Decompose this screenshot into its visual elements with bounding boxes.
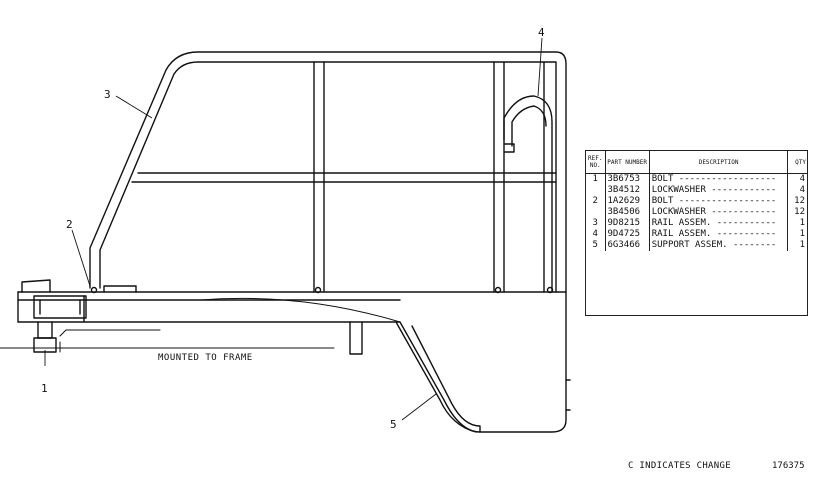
cell-part-number: 6G3466 [605, 240, 650, 251]
cell-qty: 4 [799, 185, 805, 195]
header-description: DESCRIPTION [649, 151, 789, 174]
rail-assembly-3-inner [99, 61, 557, 293]
cell-description: SUPPORT ASSEM. -------- [649, 240, 789, 251]
table-row: 5C6G3466SUPPORT ASSEM. -------- 1 [586, 240, 807, 251]
callout-3: 3 [104, 88, 111, 101]
cell-qty: 1 [799, 218, 805, 228]
parts-table-header: REF. NO. PART NUMBER DESCRIPTION QTY [586, 151, 807, 174]
cell-ref-no: 4 [586, 229, 606, 240]
cell-qty: 12 [794, 196, 805, 206]
base-beam [17, 291, 567, 433]
cell-description: BOLT ------------------ [649, 196, 789, 207]
callout-4: 4 [538, 26, 545, 39]
cell-qty: 1 [799, 240, 805, 250]
change-note: C INDICATES CHANGE [628, 461, 731, 471]
mounted-to-frame-note: MOUNTED TO FRAME [158, 353, 253, 363]
cell-part-number: 1A2629 [605, 196, 650, 207]
cell-qty: 4 [799, 174, 805, 184]
cell-description: LOCKWASHER ------------ [649, 185, 789, 196]
cell-ref-no: 1 [586, 173, 606, 185]
cell-ref-no [586, 185, 606, 196]
support-assembly-5 [349, 321, 481, 433]
rail-assembly-4-handle [503, 95, 553, 293]
header-qty: QTY [787, 151, 807, 174]
callout-5: 5 [390, 418, 397, 431]
cell-qty: 12 [794, 207, 805, 217]
cell-part-number: 9D8215 [605, 218, 650, 229]
cell-ref-no: 2 [586, 196, 606, 207]
cell-ref-no [586, 207, 606, 218]
header-part-number: PART NUMBER [605, 151, 650, 174]
cell-qty: 1 [799, 229, 805, 239]
callout-1: 1 [41, 382, 48, 395]
header-ref-no: REF. NO. [586, 151, 606, 174]
cell-description: BOLT ------------------ [649, 173, 789, 185]
cell-part-number: 9D4725 [605, 229, 650, 240]
callout-2: 2 [66, 218, 73, 231]
rail-assembly-3-outer [89, 51, 567, 293]
cell-description: RAIL ASSEM. ----------- [649, 229, 789, 240]
post [313, 61, 325, 293]
cell-ref-no: 3 [586, 218, 606, 229]
cell-part-number: 3B6753 [605, 173, 650, 185]
cell-description: RAIL ASSEM. ----------- [649, 218, 789, 229]
cell-part-number: 3B4506 [605, 207, 650, 218]
cell-ref-no: 5C [586, 240, 606, 251]
post [493, 61, 505, 293]
cell-part-number: 3B4512 [605, 185, 650, 196]
bolt-1 [37, 321, 53, 339]
figure-number: 176375 [772, 461, 805, 471]
cell-description: LOCKWASHER ------------ [649, 207, 789, 218]
